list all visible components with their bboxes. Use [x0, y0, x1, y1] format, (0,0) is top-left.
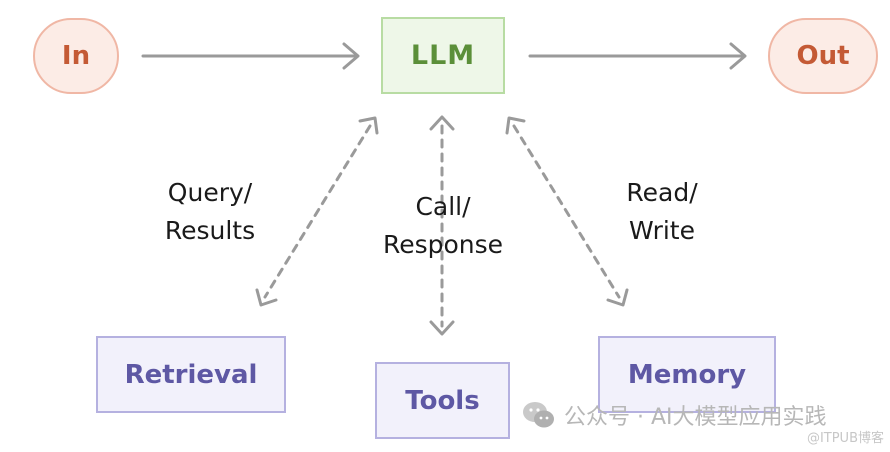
input-node: In — [33, 18, 119, 94]
query-label-line1: Query/ — [167, 178, 253, 207]
memory-node: Memory — [598, 336, 776, 413]
output-node: Out — [768, 18, 878, 94]
read-write-label: Read/ Write — [606, 174, 718, 250]
watermark: 公众号 · AI大模型应用实践 — [522, 397, 827, 433]
output-node-label: Out — [796, 41, 850, 71]
llm-node-label: LLM — [410, 40, 476, 71]
watermark-text: 公众号 · AI大模型应用实践 — [564, 405, 827, 430]
read-label-line1: Read/ — [626, 178, 698, 207]
call-label-line2: Response — [382, 230, 504, 259]
retrieval-node: Retrieval — [96, 336, 286, 413]
arrow-in-to-llm — [141, 42, 360, 70]
query-label-line2: Results — [164, 216, 256, 245]
call-response-label: Call/ Response — [366, 188, 520, 264]
tools-node-label: Tools — [405, 385, 480, 416]
arrow-llm-memory — [505, 116, 629, 307]
query-results-label: Query/ Results — [146, 174, 274, 250]
wechat-icon — [522, 400, 556, 430]
memory-node-label: Memory — [627, 359, 747, 390]
llm-node: LLM — [381, 17, 505, 94]
tools-node: Tools — [375, 362, 510, 439]
arrow-llm-tools — [429, 115, 455, 336]
call-label-line1: Call/ — [415, 192, 471, 221]
arrow-llm-retrieval — [255, 116, 379, 307]
read-label-line2: Write — [628, 216, 695, 245]
sub-watermark: @ITPUB博客 — [806, 431, 884, 446]
arrow-llm-to-out — [528, 42, 747, 70]
retrieval-node-label: Retrieval — [124, 359, 258, 390]
input-node-label: In — [61, 41, 91, 71]
